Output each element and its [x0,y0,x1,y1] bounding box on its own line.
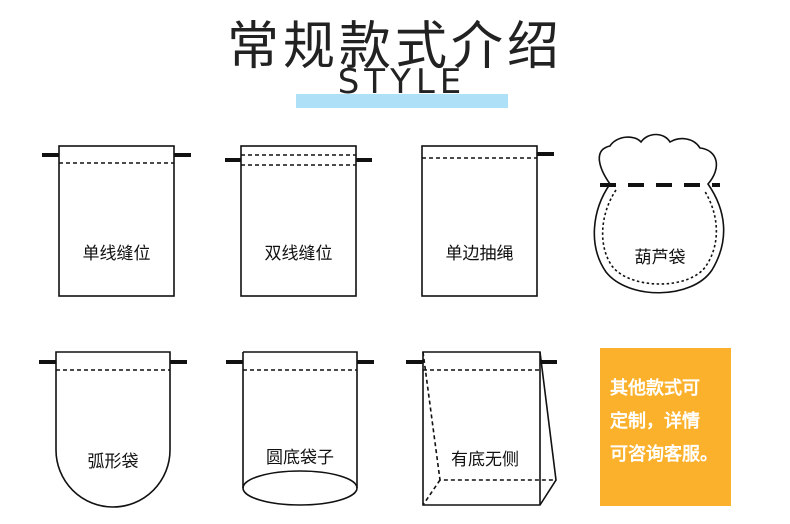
bag-arc [39,351,187,508]
bag-label-double-line-seam: 双线缝位 [264,244,333,264]
bag-single-line-seam [42,145,191,297]
note-line: 可咨询客服。 [610,444,718,465]
bag-label-single-side-drawstring: 单边抽绳 [445,244,514,264]
subtitle-highlight-bar [296,94,508,108]
custom-style-note-text: 其他款式可 定制，详情 可咨询客服。 [610,372,728,471]
bag-single-side-drawstring [421,145,554,297]
bag-label-round-bottom: 圆底袋子 [266,448,334,468]
bag-label-arc: 弧形袋 [87,452,139,472]
bag-round-bottom [226,351,374,506]
note-line: 其他款式可 [610,378,700,399]
bag-label-single-line-seam: 单线缝位 [82,244,151,264]
bag-bottom-no-side [406,351,557,506]
note-line: 定制，详情 [610,411,700,432]
bag-double-line-seam [225,145,372,297]
page-title: 常规款式介绍 [226,17,563,77]
page-subtitle: STYLE [337,62,467,102]
bag-gourd [593,133,725,294]
bag-label-bottom-no-side: 有底无侧 [451,450,519,470]
bag-label-gourd: 葫芦袋 [634,248,686,268]
custom-style-note-box: 其他款式可 定制，详情 可咨询客服。 [600,348,731,506]
